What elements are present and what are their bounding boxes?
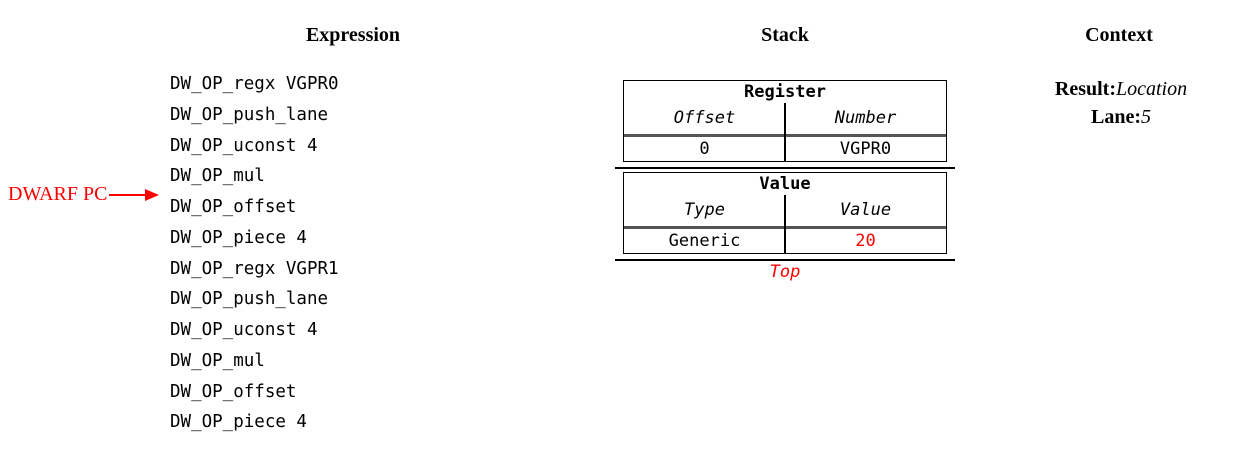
context-column-title: Context	[1085, 24, 1153, 46]
column-divider-line	[784, 195, 786, 253]
stack-cell-value-value: 20	[855, 230, 876, 251]
column-divider-line	[784, 103, 786, 161]
stack-column-title: Stack	[761, 24, 809, 46]
stack-col-label-value: Value	[839, 200, 892, 220]
expression-op: DW_OP_piece 4	[170, 227, 307, 248]
stack-entry-underline	[615, 166, 955, 169]
context-lane-label: Lane:	[1091, 106, 1141, 128]
expression-op: DW_OP_offset	[170, 381, 297, 402]
context-result-line: Result:Location	[1055, 78, 1187, 101]
dwarf-pc-marker: DWARF PC	[8, 183, 160, 205]
expression-op: DW_OP_push_lane	[170, 104, 329, 125]
expression-op: DW_OP_piece 4	[170, 412, 307, 433]
stack-cell-offset-value: 0	[699, 138, 710, 159]
expression-op: DW_OP_push_lane	[170, 289, 329, 310]
expression-op: DW_OP_offset	[170, 197, 297, 217]
expression-op: DW_OP_mul	[170, 350, 265, 371]
stack-entry-header: Value	[759, 174, 811, 194]
stack-entry-label-row: Offset Number	[624, 103, 946, 134]
expression-op: DW_OP_uconst 4	[170, 320, 318, 340]
expression-op: DW_OP_uconst 4	[170, 135, 318, 156]
expression-op: DW_OP_regx VGPR1	[170, 258, 339, 279]
expression-op: DW_OP_regx VGPR0	[170, 74, 339, 94]
context-lane-line: Lane:5	[1091, 106, 1151, 129]
stack-cell-number-value: VGPR0	[839, 138, 892, 159]
stack-cell-type-value: Generic	[668, 230, 741, 251]
stack-entry-value: Value Type Value Generic 20	[615, 172, 955, 261]
stack-col-label-type: Type	[684, 200, 725, 220]
expression-column-title: Expression	[305, 24, 401, 46]
dwarf-pc-arrow-line	[109, 193, 146, 196]
stack-top-label: Top	[769, 262, 801, 282]
stack-entry-register: Register Offset Number 0 VGPR0	[615, 80, 955, 169]
stack-entry-header: Register	[744, 82, 826, 102]
stack-entry-value-row: 0 VGPR0	[624, 137, 946, 162]
stack-entry-underline	[615, 258, 955, 261]
stack-col-label-offset: Offset	[673, 108, 736, 128]
dwarf-pc-label: DWARF PC	[8, 183, 108, 205]
context-lane-value: 5	[1141, 106, 1151, 128]
expression-op: DW_OP_mul	[170, 166, 265, 187]
dwarf-pc-arrowhead-icon	[145, 188, 160, 201]
context-result-label: Result:	[1054, 78, 1116, 100]
stack-entry-label-row: Type Value	[624, 195, 946, 226]
stack-entry-value-row: Generic 20	[624, 229, 946, 254]
expression-op-list: DW_OP_regx VGPR0 DW_OP_push_lane DW_OP_u…	[170, 69, 339, 438]
stack-col-label-number: Number	[834, 108, 897, 128]
context-result-value: Location	[1115, 78, 1188, 100]
